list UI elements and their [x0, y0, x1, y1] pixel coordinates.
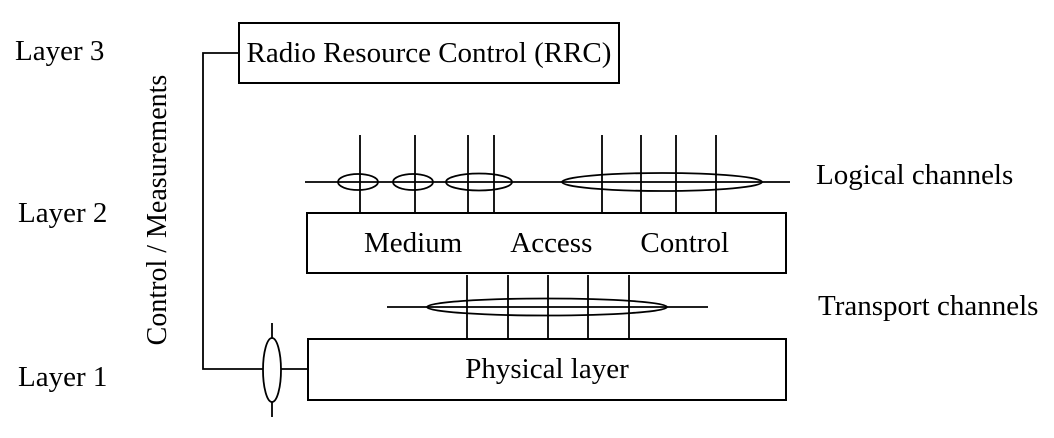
control-measurements-label: Control / Measurements	[142, 74, 173, 346]
transport-channel-verticals	[466, 275, 630, 338]
logical-channels-label: Logical channels	[816, 159, 1014, 191]
transport-channel-ellipse	[426, 297, 668, 317]
mac-box-word-control: Control	[640, 226, 730, 259]
layer-2-label: Layer 2	[18, 197, 108, 229]
physical-layer-box-label: Physical layer	[465, 353, 629, 385]
layer-3-label: Layer 3	[15, 35, 105, 67]
transport-channels-label: Transport channels	[818, 290, 1039, 322]
rrc-box: Radio Resource Control (RRC)	[238, 22, 620, 84]
physical-layer-box: Physical layer	[307, 338, 787, 401]
mac-box-word-access: Access	[510, 226, 593, 259]
mac-box-word-medium: Medium	[363, 226, 463, 259]
layer-1-label: Layer 1	[18, 361, 108, 393]
control-measurements-connector	[202, 52, 307, 370]
rrc-box-label: Radio Resource Control (RRC)	[246, 36, 612, 69]
logical-channel-ellipses	[337, 172, 763, 192]
layer1-channel-ellipse	[262, 337, 282, 403]
mac-box: Medium Access Control	[306, 212, 787, 274]
logical-channel-verticals	[359, 135, 717, 212]
